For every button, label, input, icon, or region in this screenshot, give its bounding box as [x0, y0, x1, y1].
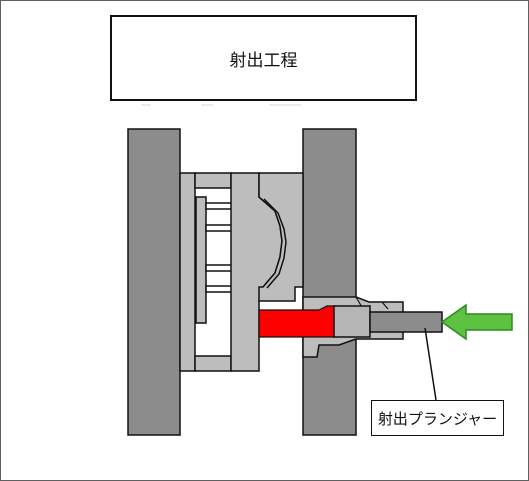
left-platen — [127, 128, 181, 436]
title-text: 射出工程 — [229, 50, 298, 71]
upper-spacer-block — [194, 172, 232, 189]
right-platen — [302, 128, 357, 436]
cavity-part-outline — [263, 198, 287, 289]
title-box: 射出工程 — [110, 15, 417, 101]
plunger-rod — [369, 311, 443, 333]
arrow-right-icon — [440, 303, 513, 341]
lower-spacer-block — [194, 355, 232, 372]
ejector-plate — [195, 196, 207, 324]
plunger-leader-line — [424, 327, 437, 401]
plunger-label-text: 射出プランジャー — [377, 409, 498, 428]
plunger-label-box: 射出プランジャー — [371, 400, 504, 436]
cylinder-inner-line-2 — [381, 301, 389, 310]
movable-mold-plate — [179, 172, 196, 372]
plunger-head — [333, 305, 371, 338]
molten-resin — [258, 305, 338, 338]
